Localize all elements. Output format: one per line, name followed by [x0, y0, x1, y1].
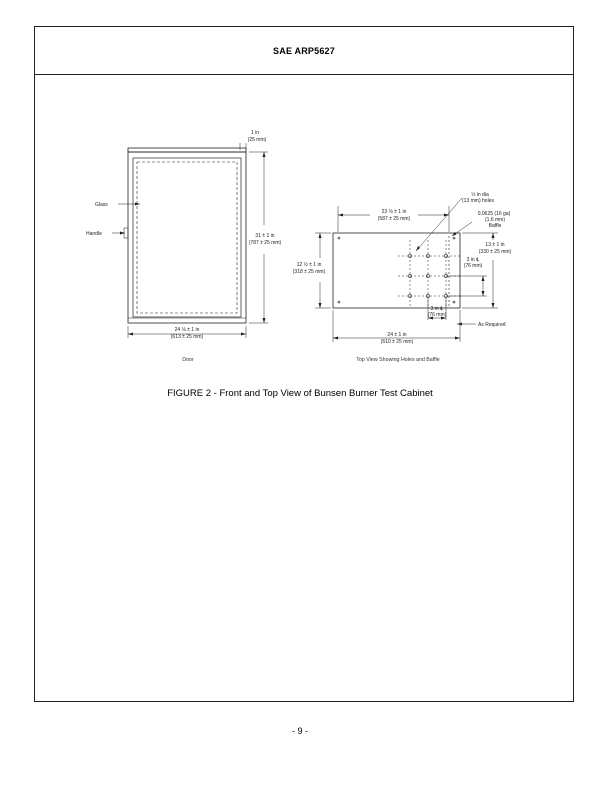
right-spacing-dim-2: (76 mm)	[464, 263, 483, 269]
hole	[426, 254, 430, 258]
door-glass	[136, 161, 238, 314]
door-height-dim-1: 31 ± 1 in	[255, 233, 274, 239]
bottom-spacing-dim-1: 3 in ℄	[431, 306, 444, 312]
door-frame	[127, 151, 247, 324]
top-width-dim-2: (587 ± 25 mm)	[378, 216, 411, 222]
holes-label-1: ½ in dia	[471, 191, 489, 198]
baffle-label-1: 0.0625 (16 ga)	[478, 211, 511, 217]
left-depth-dim-2: (318 ± 25 mm)	[293, 269, 326, 275]
label-glass: Glass	[95, 202, 108, 208]
label-handle: Handle	[86, 231, 102, 237]
corner-screw	[452, 236, 456, 240]
page-frame: SAE ARP5627	[34, 26, 574, 702]
hole	[444, 294, 448, 298]
door-top-dim-1: 1 in	[251, 130, 259, 136]
bottom-width-dim-1: 24 ± 1 in	[387, 332, 406, 338]
door-width-dim-2: (613 ± 25 mm)	[171, 334, 204, 340]
door-height-dim-2: (787 ± 25 mm)	[249, 240, 282, 246]
door-top-dim-2: (25 mm)	[248, 137, 267, 143]
page-header: SAE ARP5627	[35, 27, 573, 75]
bottom-width-dim-2: (610 ± 25 mm)	[381, 339, 414, 345]
right-depth-dim-1: 13 ± 1 in	[485, 242, 504, 248]
top-width-dim-1: 23 ⅛ ± 1 in	[382, 209, 407, 215]
corner-screw	[337, 300, 341, 304]
baffle-label-3: Baffle	[489, 223, 502, 229]
top-view-cabinet	[332, 232, 461, 309]
door-subtitle: Door	[182, 357, 194, 363]
door-width-dim-1: 24 ⅛ ± 1 in	[175, 327, 200, 333]
corner-screw	[337, 236, 341, 240]
hole	[426, 274, 430, 278]
top-view-subtitle: Top View Showing Holes and Baffle	[356, 357, 439, 363]
hole	[426, 294, 430, 298]
bottom-spacing-dim-2: (76 mm)	[428, 312, 447, 318]
right-depth-dim-2: (330 ± 25 mm)	[479, 249, 512, 255]
corner-screw	[452, 300, 456, 304]
as-required-label: As Required	[478, 322, 506, 328]
hole	[444, 254, 448, 258]
door-top-rail	[127, 147, 247, 153]
hole	[408, 294, 412, 298]
left-depth-dim-1: 12 ½ ± 1 in	[297, 261, 322, 268]
hole	[408, 254, 412, 258]
door-inner-frame	[132, 157, 242, 318]
holes-label-2: (13 mm) holes	[462, 198, 494, 204]
figure-caption: FIGURE 2 - Front and Top View of Bunsen …	[167, 388, 433, 399]
page-number: - 9 -	[291, 726, 308, 736]
document-id: SAE ARP5627	[273, 45, 335, 56]
baffle-label-2: (1.6 mm)	[485, 217, 505, 223]
right-spacing-dim-1: 3 in ℄	[467, 257, 480, 263]
hole	[408, 274, 412, 278]
hole	[444, 274, 448, 278]
holes-leader	[415, 197, 463, 252]
